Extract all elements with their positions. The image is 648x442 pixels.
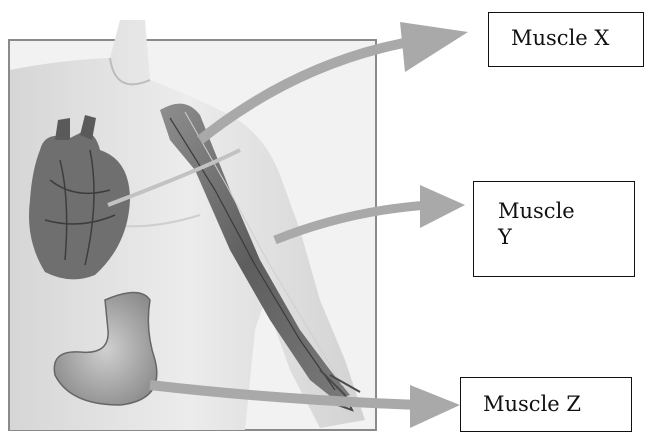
label-muscle-z: Muscle Z <box>460 377 632 432</box>
arrow-to-x <box>400 22 468 72</box>
arrow-to-z <box>410 385 460 428</box>
label-muscle-x-text: Muscle X <box>511 26 609 50</box>
label-muscle-y-text: Muscle Y <box>498 198 588 250</box>
label-muscle-x: Muscle X <box>488 12 644 67</box>
label-muscle-y: Muscle Y <box>473 181 635 277</box>
arrow-to-y <box>420 185 465 228</box>
label-muscle-z-text: Muscle Z <box>483 392 581 416</box>
